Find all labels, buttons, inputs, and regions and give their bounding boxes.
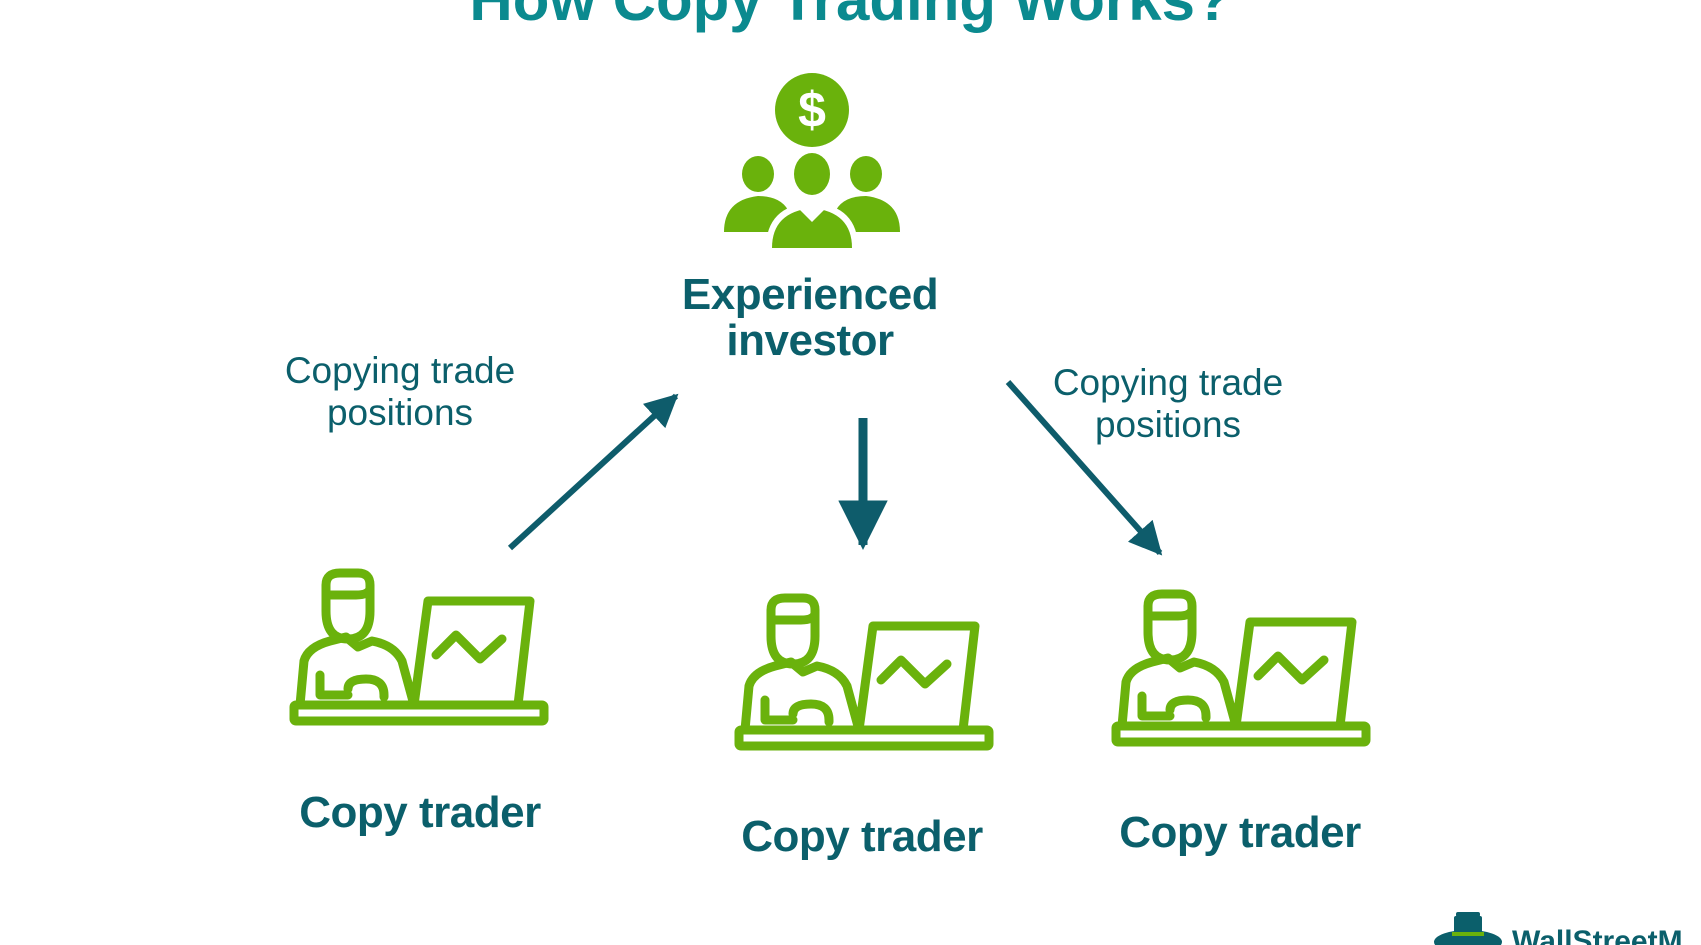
- logo-text: WallStreetM: [1512, 925, 1683, 945]
- trader-laptop-icon: [289, 568, 549, 726]
- trader-laptop-icon: [734, 593, 994, 751]
- copy-trader-label-3: Copy trader: [1119, 808, 1361, 857]
- experienced-investor-line2: investor: [726, 316, 894, 365]
- arrow-right-down: [1005, 380, 1163, 556]
- copy-trader-label-2: Copy trader: [741, 812, 983, 861]
- trader-laptop-icon: [1111, 589, 1371, 747]
- left-note-line1: Copying trade: [284, 350, 516, 391]
- investor-group-dollar-icon: $: [724, 73, 900, 248]
- wallstreetmojo-logo-icon: [1434, 912, 1502, 945]
- left-note-line2: positions: [326, 392, 474, 433]
- right-note-line2: positions: [1094, 404, 1242, 445]
- experienced-investor-label: Experienced investor: [680, 272, 940, 364]
- page-title: How Copy Trading Works?: [0, 0, 1701, 40]
- right-note: Copying trade positions: [1018, 362, 1318, 446]
- arrow-left-up: [507, 393, 679, 551]
- experienced-investor-line1: Experienced: [681, 270, 939, 319]
- svg-text:$: $: [798, 82, 826, 138]
- left-note: Copying trade positions: [250, 350, 550, 434]
- copy-trader-label-1: Copy trader: [299, 788, 541, 837]
- right-note-line1: Copying trade: [1052, 362, 1284, 403]
